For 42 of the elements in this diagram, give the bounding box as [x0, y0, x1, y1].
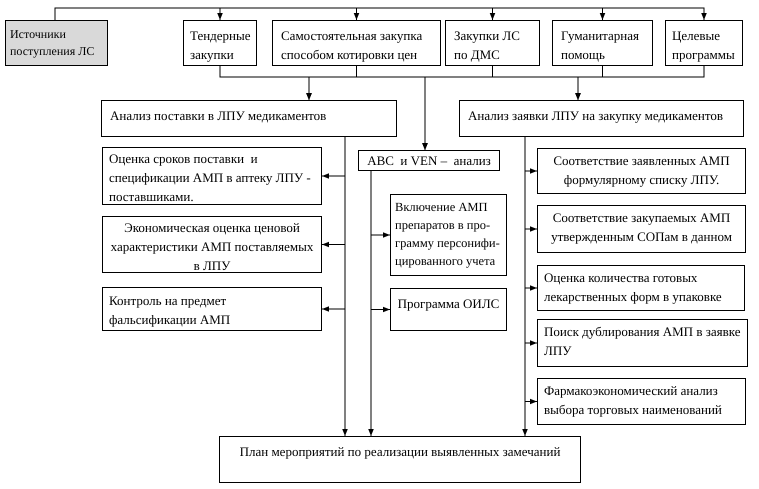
process-box [537, 319, 748, 367]
process-box [665, 20, 743, 66]
box-text: Соответствие закупаемых АМП утвержденным СОПам в данном [550, 209, 733, 246]
process-box [537, 205, 746, 253]
box-text: Источники поступления ЛС [10, 26, 96, 60]
box-text: Тендерные закупки [190, 27, 251, 64]
process-box [5, 20, 108, 66]
process-box [219, 436, 581, 483]
process-box [445, 20, 540, 66]
box-text: Программа ОИЛС [398, 295, 500, 313]
process-box [358, 150, 500, 171]
arrow [342, 136, 348, 436]
process-box [537, 265, 745, 311]
arrow [54, 8, 707, 20]
box-text: Гуманитарная помощь [561, 27, 640, 64]
box-text: Соответствие заявленных АМП формулярному списку ЛПУ. [552, 152, 731, 189]
process-box [390, 194, 507, 276]
box-text: Самостоятельная закупка способом котировки цен [281, 27, 424, 64]
box-text: Закупки ЛС по ДМС [454, 27, 521, 64]
process-box [537, 148, 746, 194]
box-text: План мероприятий по реализации выявленных замечаний [240, 443, 560, 461]
process-box [183, 20, 257, 66]
box-text: Контроль на предмет фальсификации АМП [109, 292, 232, 329]
arrow [368, 170, 374, 436]
box-text: Фармакоэкономический анализ выбора торговых наименований [544, 382, 723, 419]
process-box [459, 100, 744, 137]
box-text: Оценка сроков поставки и спецификации АМП в аптеку ЛПУ - поставшиками. [109, 150, 312, 206]
box-text: Включение АМП препаратов в про- грамму персонифи- цированного учета [395, 199, 501, 270]
box-text: Экономическая оценка ценовой характеристики АМП поставляемых в ЛПУ [110, 219, 314, 275]
box-text: Анализ поставки в ЛПУ медикаментов [110, 107, 326, 125]
process-box [390, 288, 507, 331]
process-box [102, 287, 322, 331]
box-text: ABC и VEN – анализ [367, 152, 491, 170]
box-text: Оценка количества готовых лекарственных форм в упаковке [544, 269, 723, 306]
process-box [272, 20, 441, 66]
box-text: Анализ заявки ЛПУ на закупку медикаментов [468, 107, 724, 125]
process-box [101, 100, 397, 137]
arrow [522, 136, 528, 436]
process-box [552, 20, 653, 66]
box-text: Поиск дублирования АМП в заявке ЛПУ [544, 323, 741, 360]
process-box [537, 378, 746, 425]
box-text: Целевые программы [672, 27, 736, 64]
